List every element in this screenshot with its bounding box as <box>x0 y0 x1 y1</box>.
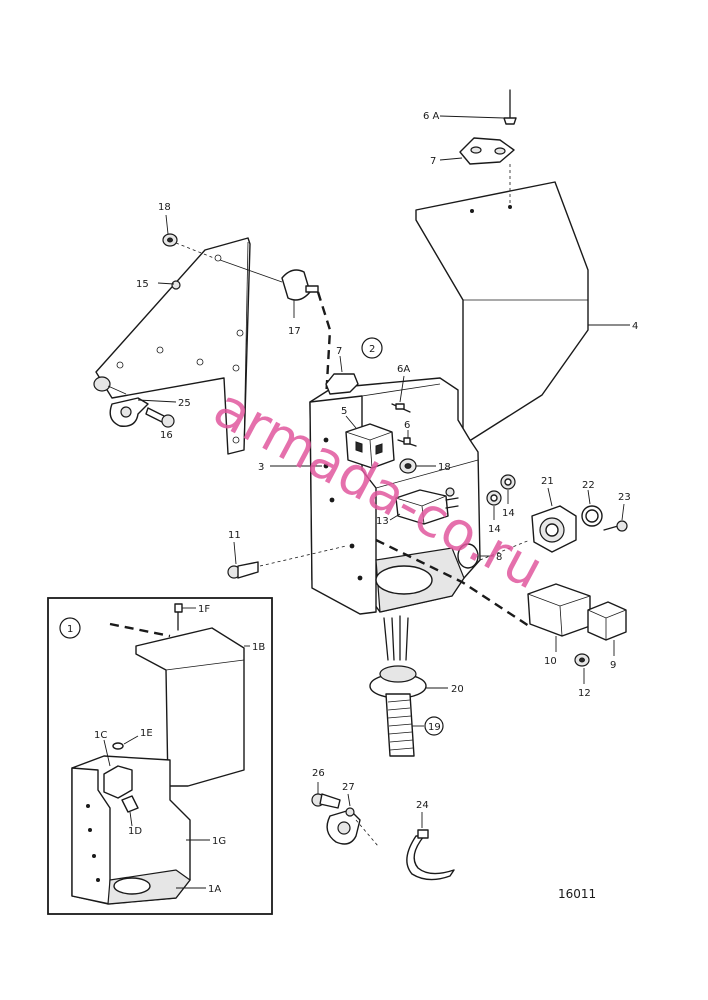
label-1A: 1A <box>208 884 221 895</box>
clamp-27 <box>326 793 379 847</box>
label-21: 21 <box>541 476 554 487</box>
pin-6A-mid <box>391 375 411 413</box>
nut-18-mid <box>399 458 436 474</box>
label-18-top: 18 <box>158 202 171 213</box>
label-18-mid: 18 <box>438 462 451 473</box>
label-7-mid: 7 <box>336 346 342 357</box>
label-10: 10 <box>544 656 557 667</box>
hinge-clip-7-top <box>439 137 515 165</box>
o-ring-22 <box>581 489 603 527</box>
label-5: 5 <box>341 406 347 417</box>
nut-12 <box>574 653 590 684</box>
cover-plate-4 <box>415 181 630 446</box>
screw-23 <box>603 503 628 532</box>
label-1G: 1G <box>212 836 226 847</box>
figure-code: 16011 <box>558 887 596 901</box>
label-7-top: 7 <box>430 156 436 167</box>
label-8: 8 <box>496 552 502 563</box>
screw-11 <box>227 541 347 579</box>
regulator-10 <box>527 583 591 652</box>
label-9: 9 <box>610 660 616 671</box>
circle-19 <box>424 716 444 736</box>
label-19: 19 <box>428 722 441 733</box>
grommet-14a <box>500 474 516 504</box>
label-1: 1 <box>67 624 73 635</box>
clamp-25 <box>93 376 177 427</box>
label-14a: 14 <box>502 508 515 519</box>
label-25: 25 <box>178 398 191 409</box>
label-15: 15 <box>136 279 149 290</box>
strap-24 <box>406 812 455 881</box>
label-1B: 1B <box>252 642 265 653</box>
variant-2-circle <box>361 337 383 359</box>
callout-labels: 6 A 7 4 18 15 17 25 16 7 2 6A 5 6 3 18 1… <box>67 111 638 901</box>
grommet-14b <box>486 490 502 520</box>
label-2: 2 <box>369 344 375 355</box>
bolt-26 <box>311 782 341 809</box>
label-27: 27 <box>342 782 355 793</box>
diode-block-13 <box>389 487 459 525</box>
label-23: 23 <box>618 492 631 503</box>
label-6A-top: 6 A <box>423 111 440 122</box>
label-4: 4 <box>632 321 638 332</box>
label-17: 17 <box>288 326 301 337</box>
cable-grommet-20 <box>369 615 448 699</box>
label-16: 16 <box>160 430 173 441</box>
hinge-clip-7-mid <box>325 355 359 395</box>
label-20: 20 <box>451 684 464 695</box>
connector-21 <box>531 487 577 553</box>
label-12: 12 <box>578 688 591 699</box>
rivet-pin-6A-top <box>439 89 517 205</box>
inset-number-circle <box>59 617 81 639</box>
label-14b: 14 <box>488 524 501 535</box>
label-1C: 1C <box>94 730 107 741</box>
inset-variant-1 <box>47 597 273 915</box>
label-22: 22 <box>582 480 595 491</box>
relay-5 <box>345 415 395 469</box>
axis-line-21 <box>479 539 531 561</box>
cable-sleeve-19 <box>385 693 424 757</box>
label-24: 24 <box>416 800 429 811</box>
mounting-plate-15 <box>95 237 251 455</box>
label-1D: 1D <box>128 826 142 837</box>
label-13: 13 <box>376 516 389 527</box>
pin-6 <box>397 430 417 447</box>
label-1E: 1E <box>140 728 153 739</box>
label-26: 26 <box>312 768 325 779</box>
nut-18-top <box>162 214 215 259</box>
label-1F: 1F <box>198 604 210 615</box>
label-6A-mid: 6A <box>397 364 410 375</box>
relay-9 <box>587 601 627 656</box>
label-3: 3 <box>258 462 264 473</box>
label-11: 11 <box>228 530 241 541</box>
assembly-line-10 <box>375 538 533 630</box>
label-6: 6 <box>404 420 410 431</box>
rubber-mount-17 <box>219 259 319 318</box>
bolt-16 <box>145 407 175 428</box>
